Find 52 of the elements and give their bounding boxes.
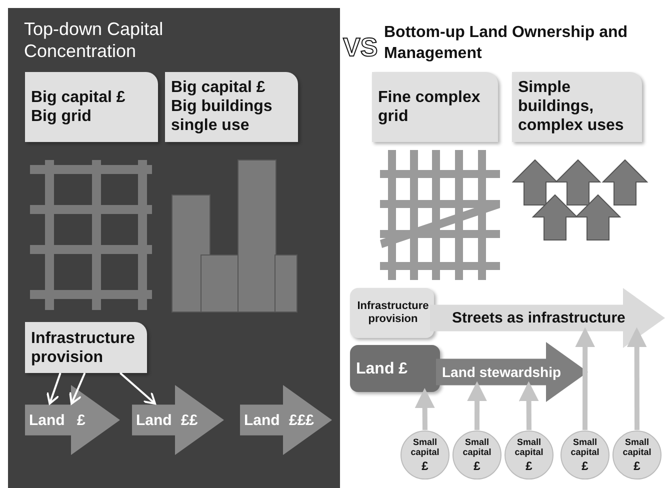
card-text: Infrastructure provision — [356, 300, 430, 326]
arrow — [626, 327, 647, 430]
text-card — [350, 288, 434, 338]
circle-badge — [560, 430, 610, 480]
circle-text: Small capital — [570, 437, 600, 457]
text-card — [25, 72, 158, 142]
arrow — [120, 372, 156, 405]
arrow — [575, 327, 596, 430]
circle-text: £ — [632, 459, 642, 473]
arrow — [46, 372, 62, 405]
circle-text: Small capital — [410, 437, 440, 457]
card-text: Infrastructure provision — [31, 328, 136, 367]
arrow-label: Land stewardship — [442, 364, 562, 380]
arrow-label: Land — [136, 412, 172, 429]
section-heading: Bottom-up Land Ownership and Management — [384, 23, 629, 64]
text-card — [25, 322, 147, 373]
circle-text: £ — [580, 459, 590, 473]
text-card — [372, 72, 498, 142]
text-card — [350, 345, 440, 392]
circle-text: £ — [472, 459, 482, 473]
arrow-shape — [25, 385, 120, 455]
arrow — [414, 388, 435, 430]
card-text: Big capital £ Big grid — [31, 88, 126, 126]
circle-badge — [612, 430, 662, 480]
arrow-label: £ — [77, 412, 86, 429]
arrow-label: Streets as infrastructure — [452, 310, 626, 326]
arrow — [467, 381, 488, 430]
arrow-label: Land — [29, 412, 65, 429]
circle-badge — [504, 430, 554, 480]
arrow-label: £££ — [289, 412, 314, 429]
text-card — [165, 72, 298, 142]
arrow-shape — [132, 385, 224, 455]
circle-text: Small capital — [462, 437, 492, 457]
card-text: Big capital £ Big buildings single use — [171, 78, 274, 136]
arrow-label: Land — [244, 412, 280, 429]
arrow-label: ££ — [181, 412, 198, 429]
arrow-shape — [240, 385, 332, 455]
panel-heading: Top-down Capital Concentration — [24, 18, 164, 62]
card-text: Fine complex grid — [378, 88, 482, 126]
card-text: Simple buildings, complex uses — [518, 78, 625, 136]
circle-text: £ — [420, 459, 430, 473]
text-card — [512, 72, 642, 142]
circle-text: £ — [524, 459, 534, 473]
circle-text: Small capital — [514, 437, 544, 457]
arrow-shape — [430, 288, 665, 348]
circle-text: Small capital — [622, 437, 652, 457]
arrow — [69, 372, 86, 405]
arrow — [518, 381, 539, 430]
card-text: Land £ — [356, 358, 409, 378]
circle-badge — [400, 430, 450, 480]
vs-label: VS — [343, 32, 378, 63]
circle-badge — [452, 430, 502, 480]
